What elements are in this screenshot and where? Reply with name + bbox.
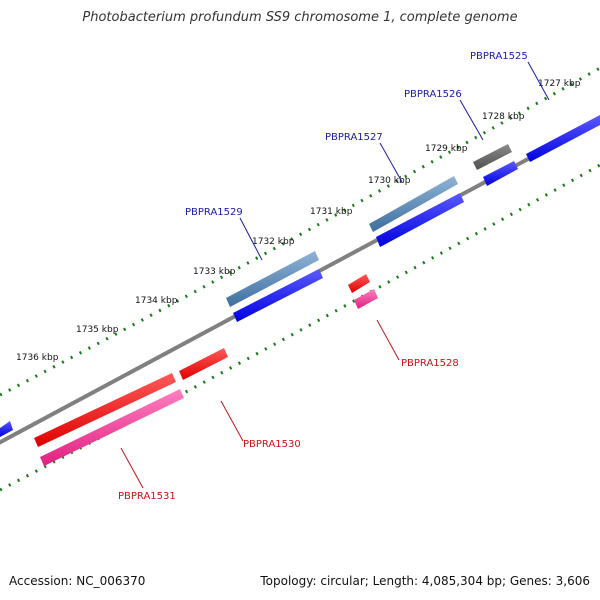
- kbp-label-1733: 1733 kbp: [193, 267, 236, 277]
- kbp-label-1729: 1729 kbp: [425, 144, 468, 154]
- gene-feature-pbpra1525[interactable]: [526, 115, 600, 162]
- gene-label-pbpra1525[interactable]: PBPRA1525: [470, 51, 528, 62]
- gene-feature-left-edge[interactable]: [0, 421, 13, 437]
- kbp-label-1736: 1736 kbp: [16, 353, 59, 363]
- gene-feature-pbpra1528[interactable]: [354, 289, 378, 309]
- leader-pbpra1527: [379, 142, 403, 183]
- gene-label-pbpra1529[interactable]: PBPRA1529: [185, 207, 243, 218]
- leader-pbpra1525: [527, 61, 550, 101]
- gene-feature-pbpra1531[interactable]: [40, 389, 184, 466]
- leader-pbpra1529: [239, 217, 263, 261]
- gene-label-pbpra1526[interactable]: PBPRA1526: [404, 89, 462, 100]
- gene-label-pbpra1531[interactable]: PBPRA1531: [118, 491, 176, 502]
- kbp-label-1731: 1731 kbp: [310, 207, 353, 217]
- kbp-label-1728: 1728 kbp: [482, 112, 525, 122]
- gene-feature-pbpra1531-red[interactable]: [34, 373, 176, 447]
- leader-pbpra1526: [459, 99, 484, 141]
- gene-feature-pbpra1529[interactable]: [233, 269, 323, 322]
- kbp-label-1734: 1734 kbp: [135, 296, 178, 306]
- gene-feature-pbpra1527[interactable]: [376, 193, 464, 247]
- kbp-label-1735: 1735 kbp: [76, 325, 119, 335]
- gene-feature-pbpra1528-red[interactable]: [348, 274, 370, 293]
- gene-feature-pbpra1529-steel[interactable]: [226, 251, 319, 307]
- leader-pbpra1531: [120, 447, 144, 489]
- kbp-label-1727: 1727 kbp: [538, 79, 581, 89]
- forward-gene-features: [0, 115, 600, 437]
- reverse-gene-features: [34, 274, 378, 466]
- kbp-label-1730: 1730 kbp: [368, 176, 411, 186]
- kbp-label-1732: 1732 kbp: [252, 237, 295, 247]
- gene-label-pbpra1528[interactable]: PBPRA1528: [401, 358, 459, 369]
- forward-tick-ruler: [0, 66, 600, 397]
- gene-label-pbpra1530[interactable]: PBPRA1530: [243, 439, 301, 450]
- leader-pbpra1528: [376, 319, 400, 361]
- gene-feature-pbpra1526-gray[interactable]: [473, 144, 512, 170]
- gene-feature-pbpra1530[interactable]: [179, 348, 228, 380]
- gene-feature-pbpra1526[interactable]: [483, 161, 518, 186]
- gene-feature-pbpra1527-steel[interactable]: [369, 176, 458, 232]
- map-title: Photobacterium profundum SS9 chromosome …: [82, 10, 518, 25]
- summary-text: Topology: circular; Length: 4,085,304 bp…: [260, 574, 590, 588]
- leader-pbpra1530: [220, 400, 244, 442]
- accession-text: Accession: NC_006370: [9, 574, 146, 588]
- gene-label-pbpra1527[interactable]: PBPRA1527: [325, 132, 383, 143]
